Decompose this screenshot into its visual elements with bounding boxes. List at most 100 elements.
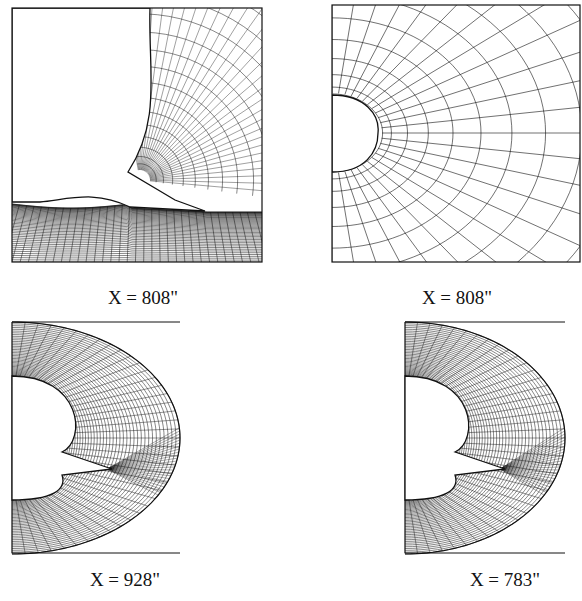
grid-line <box>409 322 418 376</box>
grid-line <box>107 431 180 469</box>
grid-line <box>424 495 466 545</box>
grid-line <box>107 437 180 469</box>
grid-line <box>38 491 100 537</box>
grid-line <box>149 51 262 176</box>
grid-line <box>413 499 430 552</box>
grid-line <box>28 207 41 262</box>
grid-line <box>500 469 548 490</box>
grid-line <box>332 5 580 262</box>
grid-line <box>367 161 580 262</box>
grid-line <box>16 322 25 376</box>
grid-line <box>12 223 262 228</box>
grid-line <box>146 8 262 172</box>
grid-line <box>144 8 262 171</box>
grid-line <box>12 322 180 554</box>
grid-line <box>166 210 168 262</box>
grid-line <box>500 452 564 469</box>
grid-line <box>500 467 560 469</box>
grid-line <box>86 207 93 262</box>
grid-line <box>107 469 162 490</box>
grid-panel <box>12 8 262 262</box>
grid-line <box>20 323 38 376</box>
grid-line <box>35 335 89 383</box>
grid-line <box>143 209 145 262</box>
grid-line <box>135 208 137 262</box>
case-label: X = 808" <box>108 288 178 309</box>
grid-line <box>500 443 565 469</box>
grid-line <box>52 474 147 506</box>
grid-line <box>150 180 262 188</box>
case-label: X = 783" <box>470 570 540 591</box>
grid-line <box>20 206 34 262</box>
grid-line <box>339 5 387 93</box>
grid-line <box>405 553 565 554</box>
grid-line <box>107 458 177 469</box>
grid-line <box>150 148 262 179</box>
grid-line <box>60 402 172 419</box>
grid-line <box>12 243 262 246</box>
grid-line <box>62 429 180 433</box>
grid-line <box>12 222 262 228</box>
grid-line <box>443 363 527 398</box>
grid-line <box>148 8 262 174</box>
panel-border <box>12 8 262 262</box>
grid-line <box>61 411 176 424</box>
grid-line <box>225 212 234 262</box>
grid-line <box>405 322 565 554</box>
grid-line <box>345 172 441 262</box>
grid-line <box>500 428 564 469</box>
grid-line <box>107 434 180 469</box>
grid-line <box>47 356 130 394</box>
grid-line <box>31 495 76 545</box>
body-outline <box>405 376 505 500</box>
grid-line <box>107 464 176 469</box>
grid-line <box>218 212 226 262</box>
grid-line <box>332 5 580 262</box>
grid-line <box>382 90 580 128</box>
grid-line <box>500 431 565 469</box>
grid-line <box>367 5 580 105</box>
grid-line <box>78 208 86 262</box>
grid-line <box>127 204 129 262</box>
grid-line <box>151 209 152 262</box>
grid-line <box>332 5 580 262</box>
grid-line <box>454 420 563 428</box>
grid-line <box>362 165 580 262</box>
grid-line <box>196 211 201 262</box>
grid-line <box>382 133 580 134</box>
grid-line <box>12 245 262 247</box>
grid-line <box>145 8 262 171</box>
grid-line <box>38 339 100 385</box>
grid-line <box>52 370 147 402</box>
grid-line <box>107 469 160 492</box>
grid-line <box>332 5 580 262</box>
body-outline <box>12 8 205 211</box>
grid-line <box>102 206 107 262</box>
grid-line <box>107 469 164 487</box>
grid-line <box>372 5 580 109</box>
grid-line <box>12 249 262 251</box>
grid-panel <box>405 322 565 554</box>
grid-line <box>61 208 71 262</box>
grid-line <box>143 8 242 170</box>
grid-line <box>455 443 565 447</box>
grid-line <box>375 153 580 262</box>
grid-line <box>445 474 534 506</box>
grid-line <box>375 5 580 113</box>
grid-line <box>12 205 19 262</box>
grid-line <box>332 94 383 172</box>
grid-line <box>50 478 140 513</box>
case-label: X = 928" <box>90 570 160 591</box>
grid-line <box>149 33 262 176</box>
grid-line <box>357 168 542 262</box>
grid-line <box>12 217 262 223</box>
grid-line <box>149 70 262 177</box>
grid-line <box>378 7 580 118</box>
grid-line <box>378 148 580 259</box>
grid-line <box>107 428 179 469</box>
grid-line <box>53 208 63 262</box>
grid-line <box>500 455 563 469</box>
grid-line <box>500 469 544 495</box>
grid-line <box>188 211 193 262</box>
grid-line <box>332 5 580 262</box>
